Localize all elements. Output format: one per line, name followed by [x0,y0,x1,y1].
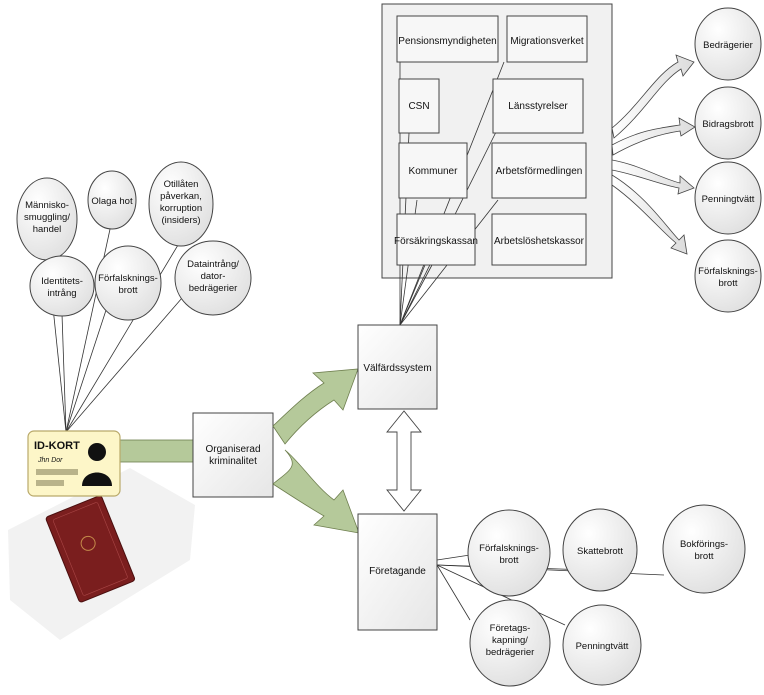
business-crime-label-forfalskningsbrott: Förfalsknings-brott [479,543,539,566]
agency-label-migrationsverket: Migrationsverket [510,36,584,47]
agency-label-pensionsmyndigheten: Pensionsmyndigheten [398,36,496,47]
business-crime-forfalskningsbrott [467,509,551,597]
id-crime-label-forfalskningsbrott: Förfalsknings-brott [98,273,158,296]
agency-boxes: Pensionsmyndigheten Migrationsverket CSN… [394,15,588,266]
passport-icon [45,495,136,603]
agency-label-csn: CSN [408,101,429,112]
agency-box-pensionsmyndigheten [396,15,499,63]
organised-crime-box [192,412,274,498]
business-crimes: Förfalsknings-brott Skattebrott Bokförin… [467,504,746,687]
welfare-crime-label-penningtvatt: Penningtvätt [702,194,755,205]
business-crime-penningtvatt [562,604,642,686]
business-box [357,513,438,631]
id-card-portrait-head [88,443,106,461]
id-crime-otillaten-paverkan [148,161,214,247]
agency-box-csn [398,78,440,134]
agency-label-arbetsloshetskassor: Arbetslöshetskassor [494,236,585,247]
welfare-crime-arrows [611,54,696,255]
id-crime-label-olaga-hot: Olaga hot [91,196,133,207]
business-label: Företagande [369,566,426,577]
agency-box-kommuner [398,142,468,199]
green-arrows [272,368,360,534]
agency-label-forsakringskassan: Försäkringskassan [394,236,478,247]
arrow-to-bidragsbrott [611,117,696,156]
id-card-line-1 [36,469,78,475]
id-card-line-2 [36,480,64,486]
welfare-system-label: Välfärdssystem [363,363,431,374]
agency-label-lansstyrelser: Länsstyrelser [508,101,568,112]
id-crime-dataintrang [174,240,252,316]
id-card: ID-KORT Jhn Dor [27,430,121,497]
id-crime-identitetsintrang [29,255,95,317]
arrow-to-bedragerier [611,54,695,139]
id-card-title: ID-KORT [34,440,80,452]
arrow-to-penningtvatt [611,159,695,195]
business-crime-label-bokforingsbrott: Bokförings-brott [680,539,728,562]
business-crime-label-foretagskapning: Företags-kapning/bedrägerier [486,623,535,658]
agency-label-kommuner: Kommuner [409,166,459,177]
id-to-organised-crime-connector [117,439,195,463]
welfare-crime-label-bedragerier: Bedrägerier [703,40,753,51]
business-crime-foretagskapning [469,599,551,687]
welfare-crime-label-bidragsbrott: Bidragsbrott [702,119,754,130]
id-crime-label-manniskosmuggling: Människo-smuggling/handel [24,200,70,235]
arrow-to-valfardssystem [272,368,359,445]
welfare-system-box [357,324,438,410]
id-card-portrait-body [82,472,112,486]
arrow-to-forfalskningsbrott [611,174,688,255]
welfare-crimes: Bedrägerier Bidragsbrott Penningtvätt Fö… [694,7,762,313]
id-crime-label-dataintrang: Dataintrång/dator-bedrägerier [187,259,239,294]
agency-box-lansstyrelser [492,78,584,134]
passport-image [8,468,195,640]
agency-box-arbetsformedlingen [491,142,587,199]
agency-box-forsakringskassan [396,213,476,266]
welfare-crime-forfalskningsbrott [694,239,762,313]
welfare-crime-label-forfalskningsbrott: Förfalsknings-brott [698,266,758,289]
business-crime-label-skattebrott: Skattebrott [577,546,623,557]
business-crime-label-penningtvatt: Penningtvätt [576,641,629,652]
id-crime-label-identitetsintrang: Identitets-intrång [41,276,83,299]
id-crime-olaga-hot [87,170,137,230]
business-crime-bokforingsbrott [662,504,746,594]
welfare-crime-bedragerier [694,7,762,81]
agency-box-arbetsloshetskassor [491,213,587,266]
id-card-signature: Jhn Dor [37,457,63,464]
agency-label-arbetsformedlingen: Arbetsförmedlingen [496,166,583,177]
welfare-crime-bidragsbrott [694,86,762,160]
double-arrow-welfare-business [386,410,422,512]
business-crime-skattebrott [562,508,638,592]
id-crimes: Människo-smuggling/handel Olaga hot Otil… [16,161,252,321]
welfare-crime-penningtvatt [694,161,762,235]
arrow-to-foretagande [272,449,360,534]
id-crime-connectors [46,219,183,433]
id-crime-forfalskningsbrott [94,245,162,321]
agency-box-migrationsverket [506,15,588,63]
